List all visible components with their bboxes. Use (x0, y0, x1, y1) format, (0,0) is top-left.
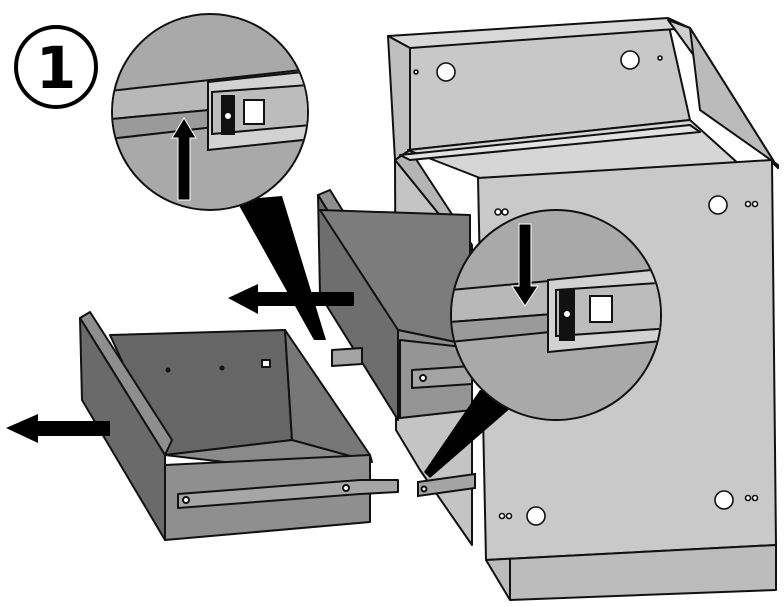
lever-up-arrow-icon (171, 117, 197, 201)
step-badge: 1 (14, 25, 98, 109)
pull-upper-arrow-icon (228, 284, 354, 314)
callout-right (424, 209, 662, 478)
cabinet-left-side (387, 35, 411, 161)
step-number: 1 (36, 34, 76, 102)
lever-down-arrow-icon (511, 223, 539, 307)
upper-drawer (317, 189, 473, 421)
cabinet-base (485, 544, 777, 601)
cabinet-holes (413, 50, 759, 526)
upper-drawer-rail (411, 365, 473, 389)
cabinet-rail-lower (417, 472, 476, 498)
pull-lower-arrow-icon (6, 414, 110, 443)
callout-top (111, 13, 326, 340)
lower-drawer (79, 311, 399, 541)
